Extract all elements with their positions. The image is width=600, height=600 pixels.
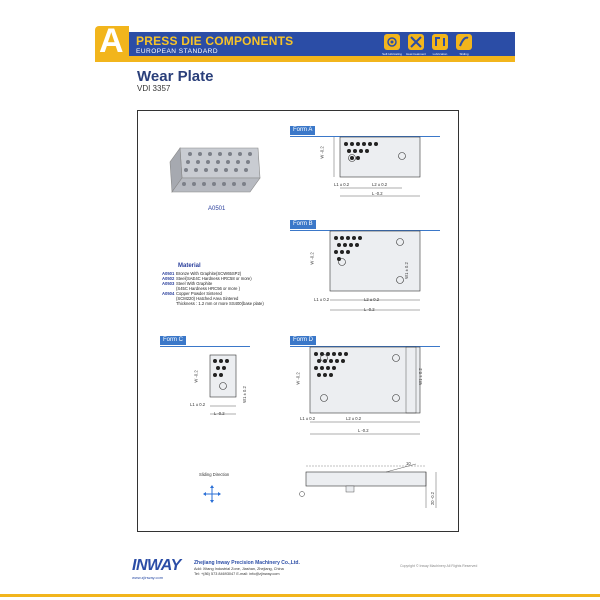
- tools-icon: [408, 34, 424, 50]
- footer-accent-line: [0, 594, 600, 597]
- material-code: A0503: [162, 281, 175, 286]
- form-c-dim-w1: W1 ± 0.2: [241, 386, 247, 403]
- form-a-dim-l2: L2 ± 0.2: [372, 182, 388, 187]
- logo-box: [95, 26, 129, 62]
- icon-caption: Lubrication: [432, 52, 448, 56]
- section-view-drawing: [299, 463, 437, 508]
- section-dim-20: 20 -0.2: [430, 491, 436, 506]
- sliding-direction-label: Sliding Direction: [199, 472, 230, 477]
- sliding-arrows-icon: [203, 485, 221, 503]
- graphite-icon: [384, 34, 400, 50]
- section-dim-10: 10: [406, 461, 411, 466]
- form-c-dim-l: L -0.2: [214, 411, 225, 416]
- header-accent-stripe: [95, 56, 515, 62]
- form-b-dim-l2: L2 ± 0.2: [364, 297, 380, 302]
- form-b-drawing: [329, 230, 421, 311]
- form-a-dim-w: W -0.2: [319, 146, 325, 159]
- form-a-rule: [290, 136, 440, 137]
- form-d-dim-w1: W1 ± 0.2: [417, 368, 423, 385]
- form-d-dim-w: W -0.2: [295, 372, 301, 385]
- logo-letter: A: [99, 22, 124, 60]
- icon-caption: Heat treatment: [406, 52, 426, 56]
- lubrication-icon: [432, 34, 448, 50]
- material-text: Thickness : 1.2 mm or more SS400(base pl…: [176, 301, 264, 306]
- icon-caption: Self-lubricating: [382, 52, 402, 56]
- form-a-label: Form A: [290, 126, 316, 135]
- form-d-dim-l2: L2 ± 0.2: [346, 416, 362, 421]
- form-b-dim-w: W -0.2: [309, 252, 315, 265]
- drawing-frame: [137, 110, 459, 532]
- form-c-dim-w: W -0.2: [193, 370, 199, 383]
- material-text: Copper Powder Sintered: [176, 291, 222, 296]
- form-c-drawing: [209, 354, 237, 415]
- form-a-dim-l: L -0.2: [372, 191, 383, 196]
- header-title: PRESS DIE COMPONENTS: [136, 34, 294, 48]
- footer-company: Zhejiang Inway Precision Machinery Co.,L…: [194, 560, 300, 566]
- product-code: A0501: [208, 206, 226, 212]
- material-text: Steel With Graphite: [176, 281, 213, 286]
- form-c-rule: [160, 346, 250, 347]
- material-row: (SCM220) Hatched Area Sintered: [162, 296, 312, 301]
- footer-copyright: Copyright © Inway Machinery All Rights R…: [400, 564, 478, 568]
- material-code: A0504: [162, 291, 175, 296]
- form-c-label: Form C: [160, 336, 186, 345]
- material-text: (S45C Hardness HRC56 or more ): [176, 286, 240, 291]
- form-a-dim-l1: L1 ± 0.2: [334, 182, 350, 187]
- material-text: Bronze With Graphite(SCW65SP2): [176, 271, 242, 276]
- form-b-dim-l1: L1 ± 0.2: [314, 297, 330, 302]
- form-d-label: Form D: [290, 336, 316, 345]
- material-row: (S45C Hardness HRC56 or more ): [162, 286, 312, 291]
- page-standard: VDI 3357: [137, 84, 171, 93]
- sliding-icon: [456, 34, 472, 50]
- form-b-dim-w1: W1 ± 0.2: [403, 262, 409, 279]
- form-d-drawing: [309, 346, 421, 435]
- form-a-drawing: [333, 136, 421, 197]
- footer-contact-block: Add: Xitang Industrial Zone, Jiashan, Zh…: [194, 567, 284, 577]
- footer-website[interactable]: www.zjinway.com: [132, 575, 164, 580]
- header-subtitle: EUROPEAN STANDARD: [136, 48, 219, 55]
- form-d-rule: [290, 346, 440, 347]
- page-title: Wear Plate: [137, 68, 214, 85]
- footer-brand-logo: INWAY: [132, 557, 181, 574]
- material-code: A0502: [162, 276, 175, 281]
- footer-contact: Tel: +(86) 573 84693047 E-mail: info@zji…: [194, 572, 280, 576]
- footer-address: Add: Xitang Industrial Zone, Jiashan, Zh…: [194, 567, 284, 571]
- product-photo: [169, 147, 261, 193]
- material-code: A0501: [162, 271, 175, 276]
- form-c-dim-l1: L1 ± 0.2: [190, 402, 206, 407]
- form-b-rule: [290, 230, 440, 231]
- material-row: Thickness : 1.2 mm or more SS400(base pl…: [162, 301, 312, 306]
- material-heading: Material: [178, 263, 201, 269]
- form-b-dim-l: L -0.2: [364, 307, 375, 312]
- icon-caption: Sliding: [459, 52, 469, 56]
- form-b-label: Form B: [290, 220, 316, 229]
- form-d-dim-l1: L1 ± 0.2: [300, 416, 316, 421]
- material-text: (SCM220) Hatched Area Sintered: [176, 296, 239, 301]
- form-d-dim-l: L -0.2: [358, 428, 369, 433]
- material-text: Steel(SAE4C Hardness HRC58 or more): [176, 276, 252, 281]
